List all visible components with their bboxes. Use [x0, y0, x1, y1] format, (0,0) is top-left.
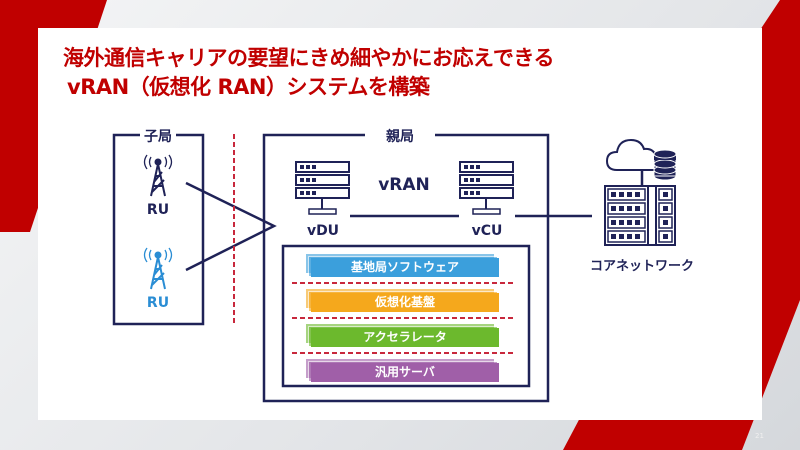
layer-dividers — [292, 282, 513, 354]
database-icon — [653, 149, 677, 181]
fronthaul-lines — [185, 181, 277, 272]
server-stack-box — [281, 244, 531, 388]
core-rack-icon — [604, 185, 676, 246]
vran-label: vRAN — [378, 175, 430, 195]
ru-label-top: RU — [146, 202, 170, 218]
layer-general-purpose-server: 汎用サーバ — [311, 363, 499, 382]
layer-virtualization-platform: 仮想化基盤 — [311, 293, 499, 312]
layer-accelerator: アクセラレータ — [311, 328, 499, 347]
child-station-box — [112, 133, 205, 326]
vcu-label: vCU — [471, 223, 503, 239]
antenna-tower-icon — [143, 247, 173, 290]
page-number: 21 — [755, 432, 764, 440]
vdu-server-icon — [295, 161, 350, 215]
layer-base-station-software: 基地局ソフトウェア — [311, 258, 499, 277]
title-line-1: 海外通信キャリアの要望にきめ細やかにお応えできる — [63, 46, 554, 70]
antenna-tower-icon — [143, 154, 173, 197]
parent-station-box — [262, 133, 550, 403]
page-title: 海外通信キャリアの要望にきめ細やかにお応えできる vRAN（仮想化 RAN）シス… — [63, 44, 554, 102]
vdu-label: vDU — [306, 223, 340, 239]
ru-label-bottom: RU — [146, 295, 170, 311]
child-station-label: 子局 — [144, 129, 172, 145]
vcu-server-icon — [459, 161, 514, 215]
core-network-label: コアネットワーク — [589, 259, 695, 274]
title-line-2: vRAN（仮想化 RAN）システムを構築 — [67, 75, 430, 99]
parent-station-label: 親局 — [386, 129, 414, 145]
